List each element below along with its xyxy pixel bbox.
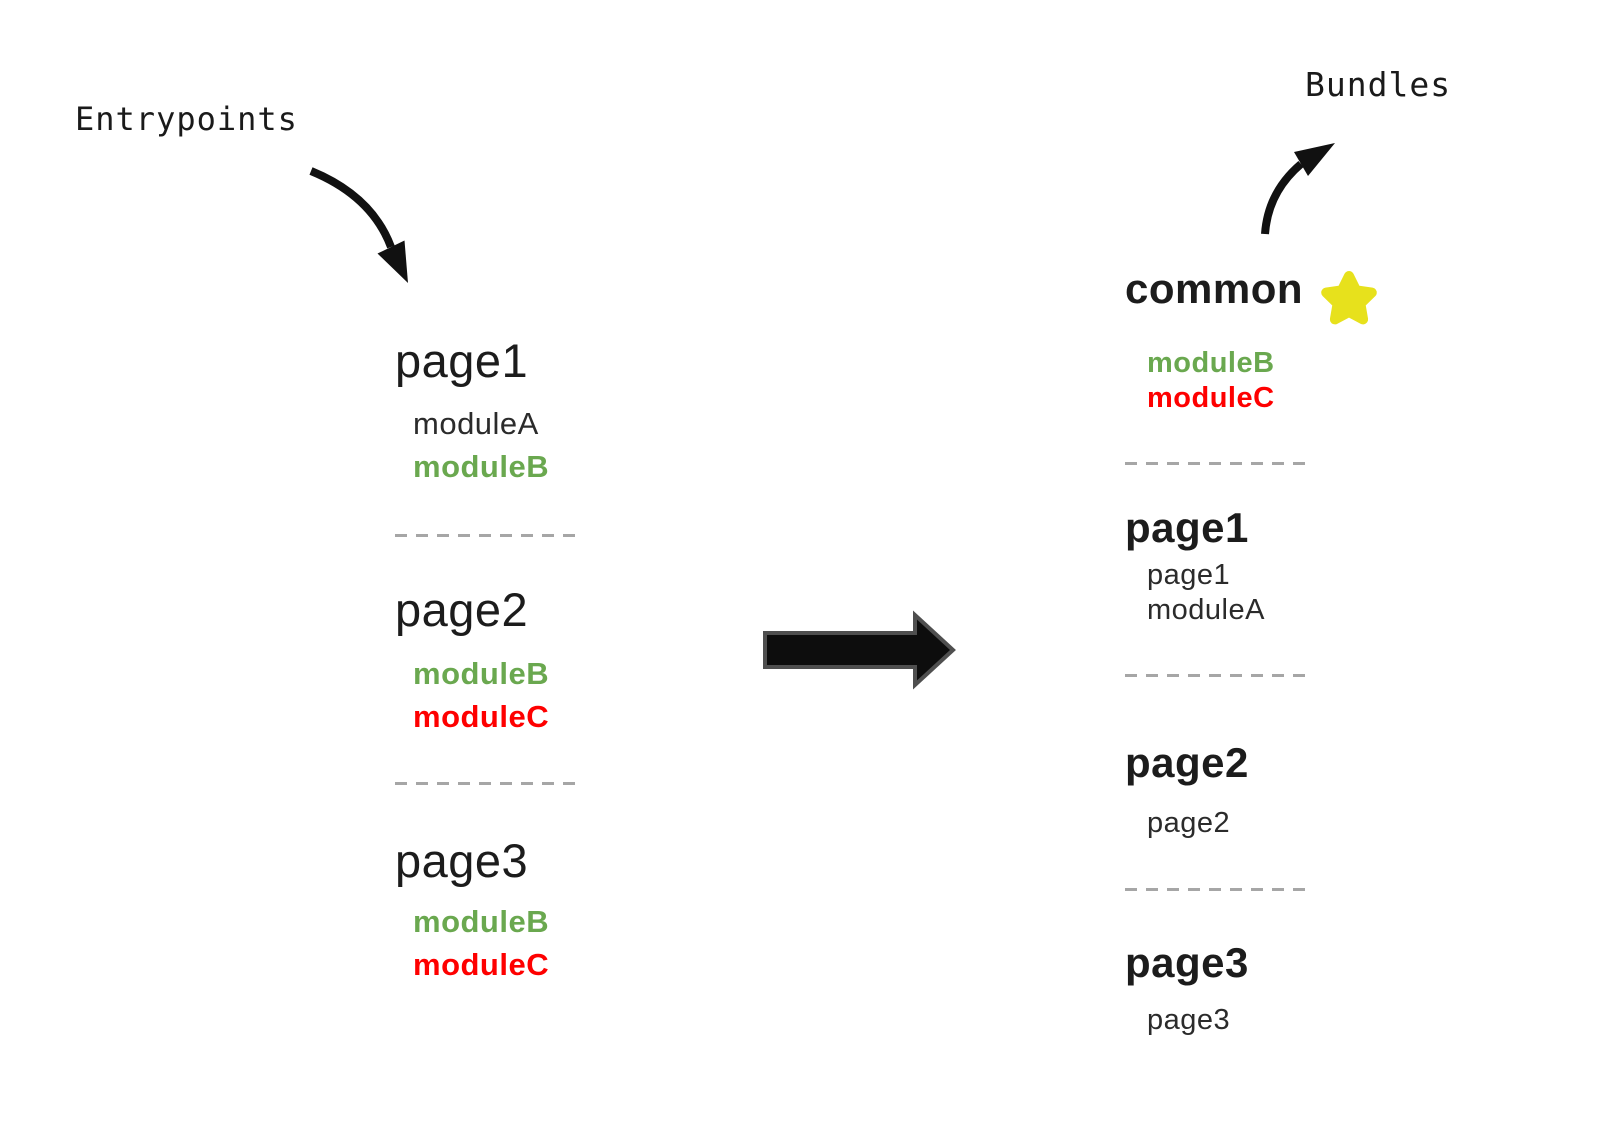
module-item: page2	[1147, 807, 1231, 839]
entrypoint-title: page3	[395, 834, 529, 887]
module-item: moduleC	[413, 699, 550, 734]
entrypoint-title: page1	[395, 334, 529, 387]
dashed-divider	[1125, 462, 1305, 465]
bundle-title: common	[1125, 265, 1304, 312]
bundle-title: page3	[1125, 939, 1249, 986]
module-item: moduleA	[1147, 594, 1265, 626]
module-item: moduleB	[413, 656, 550, 691]
module-item: moduleC	[1147, 382, 1275, 414]
entrypoints-label: Entrypoints	[75, 100, 298, 138]
bundle-title: page2	[1125, 739, 1249, 786]
module-item: moduleB	[413, 904, 550, 939]
bundles-label: Bundles	[1305, 65, 1452, 104]
module-item: moduleA	[413, 406, 539, 441]
curved-down-arrow-icon	[309, 167, 408, 283]
module-item: moduleB	[1147, 347, 1275, 379]
star-icon	[1321, 271, 1377, 325]
dashed-divider	[395, 782, 575, 785]
right-arrow-icon	[763, 610, 956, 690]
module-item: moduleC	[413, 947, 550, 982]
dashed-divider	[1125, 888, 1305, 891]
entrypoint-title: page2	[395, 583, 529, 636]
module-item: moduleB	[413, 449, 550, 484]
curved-up-arrow-icon	[1261, 143, 1335, 235]
module-item: page1	[1147, 559, 1231, 591]
bundle-title: page1	[1125, 504, 1249, 551]
dashed-divider	[1125, 674, 1305, 677]
dashed-divider	[395, 534, 575, 537]
module-item: page3	[1147, 1004, 1231, 1036]
